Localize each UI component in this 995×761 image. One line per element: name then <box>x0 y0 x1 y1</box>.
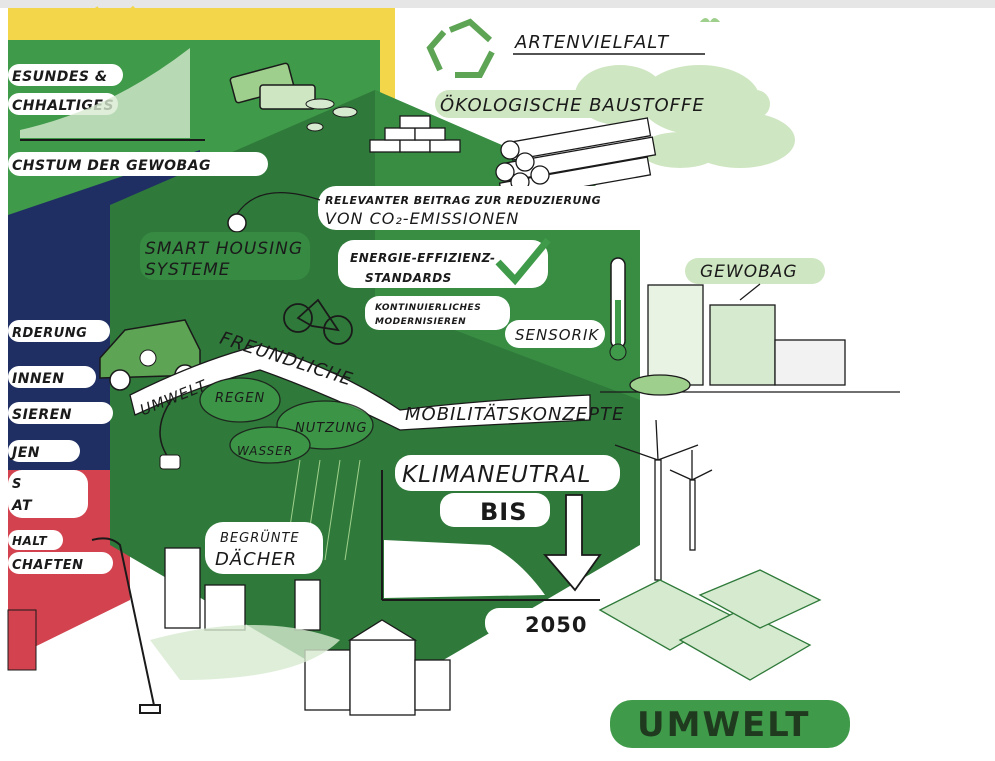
modern-pill <box>365 296 510 330</box>
mobilitaet-label: MOBILITÄTSKONZEPTE <box>405 404 624 425</box>
checkmark-icon <box>92 5 137 35</box>
umwelt-title-pill <box>610 700 850 748</box>
umwelt-title: UMWELT <box>637 705 810 745</box>
lightbulb-icon <box>227 192 321 233</box>
green-roof-shape <box>150 625 340 680</box>
modern-label-1: KONTINUIERLICHES <box>375 303 481 313</box>
right-margin <box>987 8 995 761</box>
left-label-6: AT <box>11 498 33 514</box>
co2-label-2: VON CO₂-EMISSIONEN <box>325 209 519 228</box>
klimaneutral-pill <box>395 455 620 491</box>
left-label-5: S <box>12 477 22 492</box>
effizienz-label-2: STANDARDS <box>365 271 452 285</box>
thermometer-icon <box>609 257 627 361</box>
sensorik-label: SENSORIK <box>515 326 599 344</box>
co2-pill <box>318 186 663 230</box>
smart-pill <box>140 232 310 280</box>
streetlamp-icon <box>91 537 161 714</box>
bricks <box>369 115 461 153</box>
wachstum-label-3: CHSTUM DER GEWOBAG <box>12 158 211 174</box>
wachstum-label-1: ESUNDES & <box>12 69 108 85</box>
bench-person <box>7 609 37 671</box>
recycle-icon <box>426 18 495 78</box>
left-label-1: RDERUNG <box>12 326 87 341</box>
money-icon <box>229 62 358 132</box>
sensorik-pill <box>505 320 605 348</box>
klimaneutral-label: KLIMANEUTRAL <box>402 462 591 488</box>
gewobag-label: GEWOBAG <box>700 262 798 282</box>
left-label-2: INNEN <box>12 371 64 387</box>
wind-turbine-icon <box>614 419 713 581</box>
smart-label-2: SYSTEME <box>145 260 231 280</box>
solar-panel-icon <box>598 569 822 681</box>
baustoffe-pill <box>435 90 770 118</box>
top-bar <box>0 0 995 8</box>
begruente-bubble <box>205 522 323 574</box>
effizienz-checkmark-icon <box>495 237 551 286</box>
effizienz-label-1: ENERGIE-EFFIZIENZ- <box>350 251 495 265</box>
wasser-label: WASSER <box>237 444 293 458</box>
baustoffe-label: ÖKOLOGISCHE BAUSTOFFE <box>440 94 705 116</box>
left-labels <box>8 64 268 574</box>
regen-label: REGEN <box>215 391 265 406</box>
artenvielfalt-label: ARTENVIELFALT <box>514 32 670 53</box>
growth-curve <box>20 48 190 138</box>
cloud-icon <box>199 377 374 464</box>
bis-label: BIS <box>480 498 528 526</box>
nutzung-label: NUTZUNG <box>295 421 367 436</box>
mobility-banner <box>129 344 591 431</box>
logs <box>495 117 657 202</box>
butterfly-icon <box>700 18 720 22</box>
year-pill <box>485 608 600 638</box>
gewobag-pill <box>685 258 825 284</box>
begruente-label-2: DÄCHER <box>215 549 297 570</box>
year-label: 2050 <box>525 613 587 637</box>
arrow-down-icon <box>543 494 602 592</box>
co2-label-1: RELEVANTER BEITRAG ZUR REDUZIERUNG <box>325 194 601 207</box>
begruente-label-1: BEGRÜNTE <box>220 529 300 546</box>
modern-label-2: MODERNISIEREN <box>375 317 466 327</box>
left-label-8: CHAFTEN <box>12 558 84 573</box>
gewobag-pointer <box>739 283 761 301</box>
buildings <box>164 547 451 716</box>
smart-label-1: SMART HOUSING <box>145 239 303 259</box>
effizienz-pill <box>338 240 548 288</box>
left-label-7: HALT <box>12 534 47 548</box>
klima-chart <box>381 470 600 601</box>
left-label-3: SIEREN <box>12 407 72 423</box>
gewobag-building <box>600 284 900 396</box>
bicycle-icon <box>283 298 353 345</box>
bis-pill <box>440 493 550 527</box>
left-label-4: JEN <box>9 445 40 461</box>
